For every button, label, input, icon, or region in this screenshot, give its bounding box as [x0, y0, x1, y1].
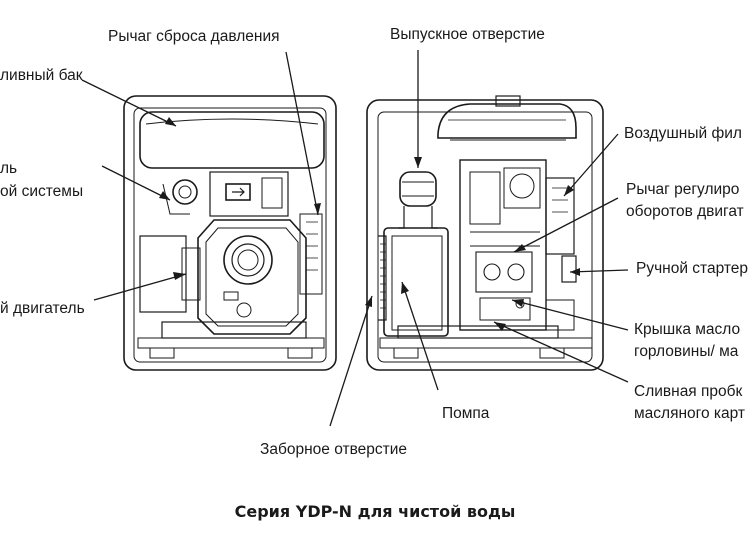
- label-pressure-lever: Рычаг сброса давления: [108, 28, 280, 45]
- label-speed-lever-line2: оборотов двигат: [626, 203, 744, 220]
- label-oil-cap-line1: Крышка масло: [634, 321, 741, 338]
- engine-casing: [197, 219, 307, 335]
- label-inlet: Заборное отверстие: [260, 441, 408, 458]
- label-fuel-tank: ливный бак: [0, 67, 83, 84]
- side-view-unit: [366, 95, 604, 371]
- leader-lines: [81, 50, 629, 427]
- label-pump: Помпа: [442, 405, 490, 422]
- label-cooling-line2: ой системы: [0, 183, 84, 200]
- label-drain-line2: масляного карт: [634, 405, 746, 422]
- label-cooling-line1: ль: [0, 160, 18, 177]
- fuel-tank-shape: [139, 111, 325, 169]
- diagram-caption: Серия YDP-N для чистой воды: [234, 502, 516, 521]
- label-speed-lever-line1: Рычаг регулиро: [626, 181, 740, 198]
- label-drain-line1: Сливная пробк: [634, 383, 743, 400]
- label-outlet: Выпускное отверстие: [390, 26, 545, 43]
- label-oil-cap-line2: горловины/ ма: [634, 343, 739, 360]
- air-filter-shape: [437, 103, 577, 139]
- label-engine: й двигатель: [0, 300, 85, 317]
- front-view-unit: [123, 95, 337, 371]
- pump-shape: [383, 227, 449, 337]
- cooling-cap-shape: [172, 179, 198, 205]
- outlet-shape: [399, 171, 437, 207]
- label-air-filter: Воздушный фил: [624, 125, 742, 142]
- label-manual-starter: Ручной стартер: [636, 260, 749, 277]
- front-frame: [123, 95, 337, 371]
- leader-arrows: [159, 117, 580, 331]
- side-frame: [366, 99, 604, 371]
